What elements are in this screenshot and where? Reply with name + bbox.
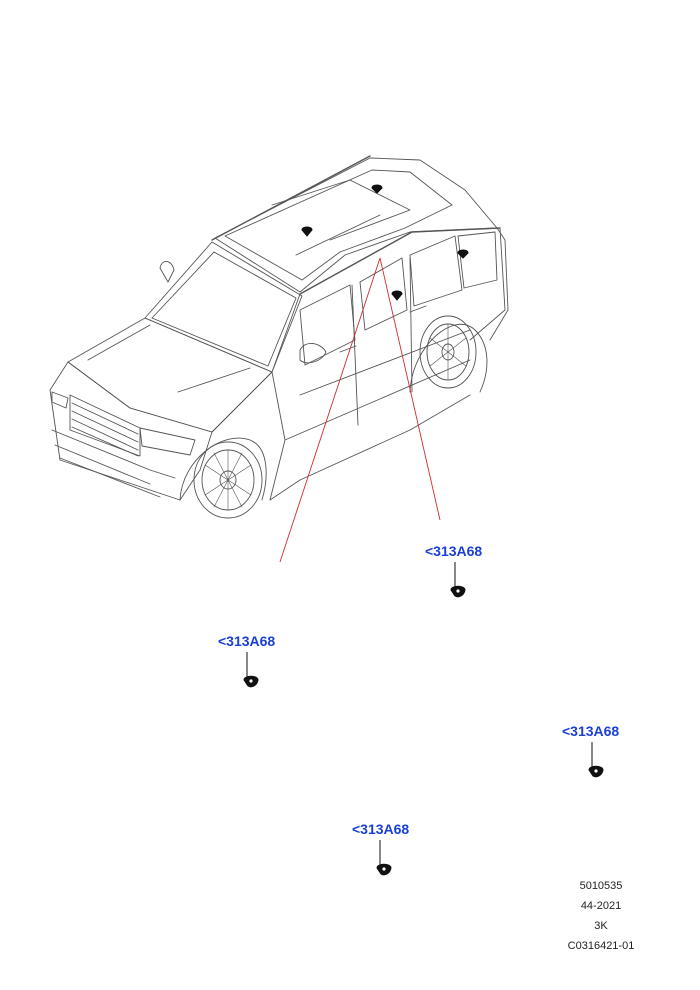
callout-part-3 <box>588 742 604 778</box>
leader-lines <box>279 257 441 563</box>
callout-part-4 <box>376 840 392 876</box>
catalogue-reference: C0316421-01 <box>567 940 635 952</box>
part-link-313A68-right[interactable]: <313A68 <box>562 723 620 739</box>
callout-part-1 <box>450 562 466 598</box>
clip-fastener-icon <box>301 184 469 301</box>
illustration-metadata: 5010535 44-2021 3K C0316421-01 <box>560 876 642 956</box>
revision: 3K <box>594 920 608 932</box>
part-link-313A68-rear[interactable]: <313A68 <box>425 543 483 559</box>
part-link-313A68-front[interactable]: <313A68 <box>218 633 276 649</box>
illustration-number: 5010535 <box>579 880 623 892</box>
callout-part-2 <box>243 652 259 688</box>
part-link-313A68-bottom[interactable]: <313A68 <box>352 821 410 837</box>
date-code: 44-2021 <box>580 900 622 912</box>
vehicle-outline-icon <box>49 155 509 519</box>
